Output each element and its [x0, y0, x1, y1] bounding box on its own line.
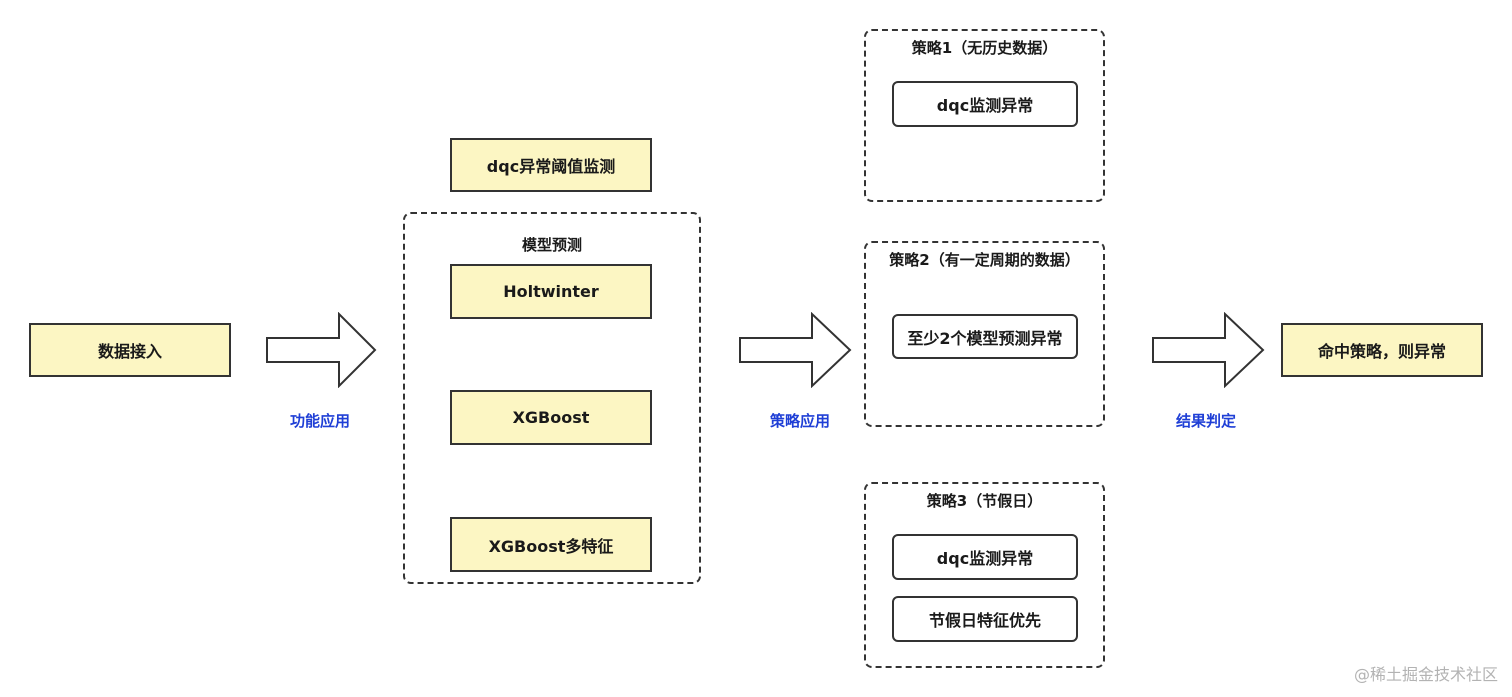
model-node-xgboost-multi: XGBoost多特征	[450, 517, 652, 572]
strategy-3-title: 策略3（节假日）	[926, 492, 1043, 510]
arrow-right-icon	[1152, 312, 1265, 388]
strategy-2-group: 策略2（有一定周期的数据）	[864, 241, 1105, 427]
model-node-label: XGBoost	[512, 408, 590, 427]
strategy-2-item: 至少2个模型预测异常	[892, 314, 1078, 359]
data-input-node: 数据接入	[29, 323, 231, 377]
strategy-item-label: 至少2个模型预测异常	[907, 328, 1063, 348]
strategy-1-group: 策略1（无历史数据）	[864, 29, 1105, 202]
model-prediction-group: 模型预测	[403, 212, 701, 584]
model-node-holtwinter: Holtwinter	[450, 264, 652, 319]
model-node-label: XGBoost多特征	[488, 536, 614, 556]
strategy-3-item-2: 节假日特征优先	[892, 596, 1078, 642]
strategy-item-label: 节假日特征优先	[928, 611, 1041, 630]
strategy-item-label: dqc监测异常	[936, 549, 1034, 568]
result-output-label: 命中策略，则异常	[1317, 342, 1446, 361]
strategy-1-title: 策略1（无历史数据）	[911, 39, 1058, 57]
strategy-item-label: dqc监测异常	[936, 96, 1034, 115]
flow-label-feature: 功能应用	[290, 412, 351, 430]
strategy-2-title: 策略2（有一定周期的数据）	[889, 251, 1080, 269]
flow-label-strategy: 策略应用	[770, 412, 831, 430]
result-output-node: 命中策略，则异常	[1281, 323, 1483, 377]
strategy-3-item-1: dqc监测异常	[892, 534, 1078, 580]
arrow-right-icon	[266, 312, 377, 388]
strategy-1-item: dqc监测异常	[892, 81, 1078, 127]
arrow-right-icon	[739, 312, 852, 388]
flow-label-result: 结果判定	[1176, 412, 1237, 430]
threshold-monitor-label: dqc异常阈值监测	[486, 157, 616, 176]
threshold-monitor-node: dqc异常阈值监测	[450, 138, 652, 192]
data-input-label: 数据接入	[97, 342, 162, 361]
model-prediction-title: 模型预测	[521, 236, 582, 254]
watermark: @稀土掘金技术社区	[1353, 665, 1498, 684]
strategy-3-group: 策略3（节假日）	[864, 482, 1105, 668]
model-node-label: Holtwinter	[503, 282, 599, 301]
model-node-xgboost: XGBoost	[450, 390, 652, 445]
